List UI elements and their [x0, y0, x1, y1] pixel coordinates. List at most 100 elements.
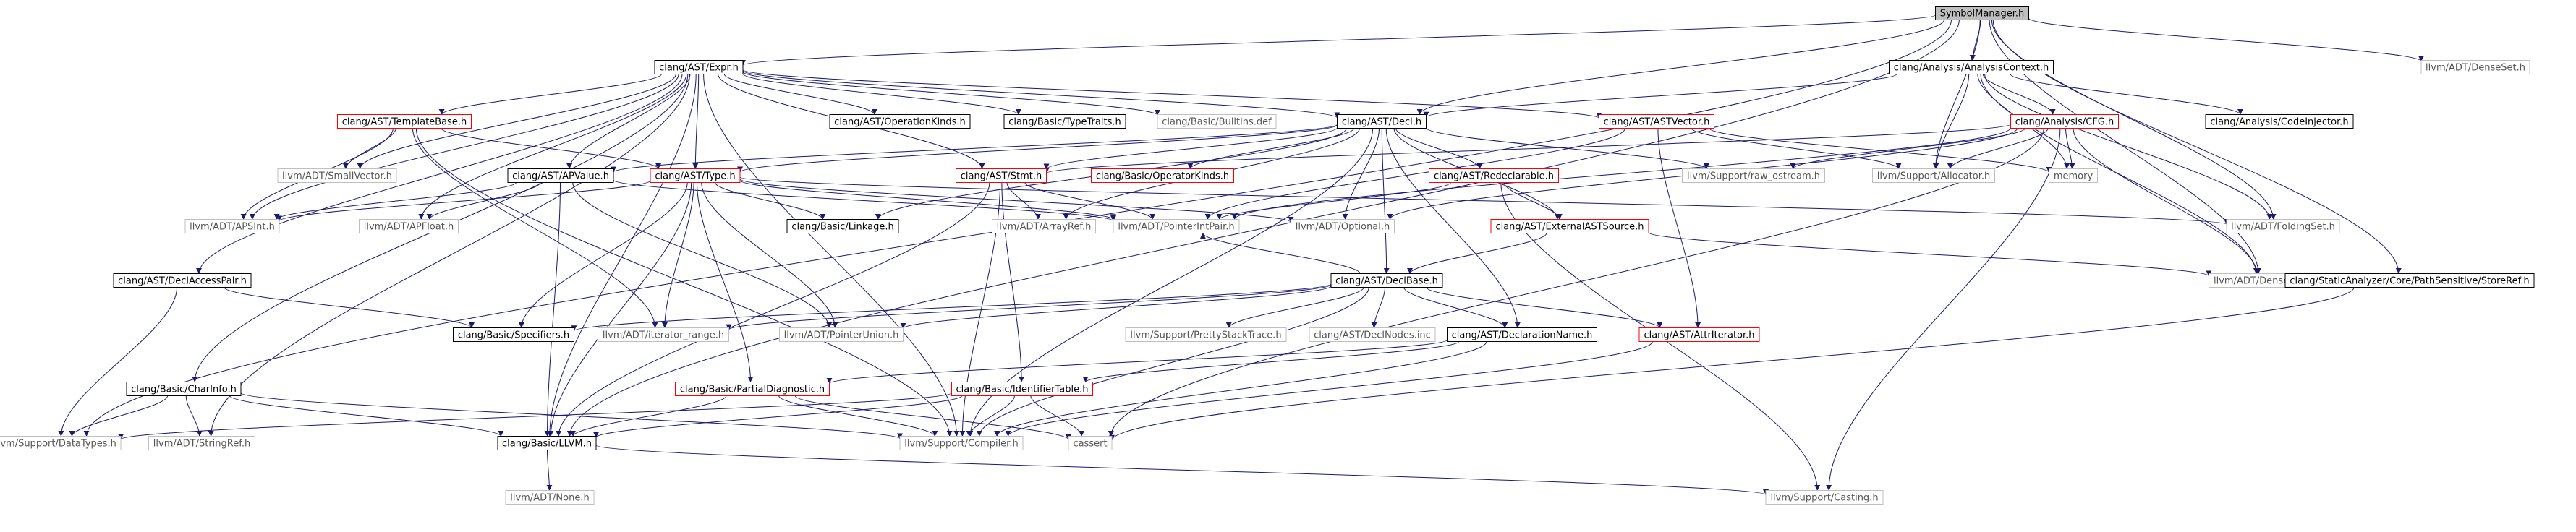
- node-box: [184, 219, 280, 233]
- edge-declbase-h-to-declnodes-inc: [1371, 287, 1385, 328]
- node-label: llvm/ADT/Optional.h: [1296, 222, 1390, 233]
- node-apvalue-h[interactable]: clang/AST/APValue.h: [507, 168, 614, 183]
- node-box: [2284, 273, 2535, 288]
- edge-identifiertable-h-to-llvm-h: [593, 395, 963, 438]
- node-decl-h[interactable]: clang/AST/Decl.h: [1337, 114, 1427, 129]
- edge-analysiscontext-h-to-decl-h: [1423, 74, 1897, 118]
- node-label: clang/Basic/Linkage.h: [791, 222, 893, 233]
- node-none-h: llvm/ADT/None.h: [505, 490, 595, 505]
- node-attriterator-h[interactable]: clang/AST/AttrIterator.h: [1638, 327, 1760, 342]
- edge-partialdiagnostic-h-to-compiler-h: [778, 395, 938, 437]
- node-analysiscontext-h[interactable]: clang/Analysis/AnalysisContext.h: [1889, 60, 2054, 74]
- node-box: [829, 114, 971, 129]
- edge-templatebase-h-to-compiler-h: [415, 128, 953, 437]
- node-box: [453, 327, 574, 342]
- node-pointerunion-h: llvm/ADT/PointerUnion.h: [779, 327, 904, 342]
- edge-expr-h-to-builtins-def: [742, 71, 1160, 116]
- node-typetraits-h[interactable]: clang/Basic/TypeTraits.h: [1003, 114, 1126, 129]
- node-allocator-h: llvm/Support/Allocator.h: [1872, 168, 1995, 183]
- node-operatorkinds-h[interactable]: clang/Basic/OperatorKinds.h: [1091, 168, 1234, 183]
- node-expr-h[interactable]: clang/AST/Expr.h: [654, 60, 744, 74]
- node-datatypes-h: llvm/Support/DataTypes.h: [0, 436, 122, 450]
- edge-decl-h-to-operatorkinds-h: [1187, 128, 1355, 169]
- edge-stmt-h-to-compiler-h: [959, 182, 1001, 437]
- edge-charinfo-h-to-stringref-h: [185, 395, 203, 437]
- node-externalastsource-h[interactable]: clang/AST/ExternalASTSource.h: [1490, 219, 1649, 233]
- edge-astvector-h-to-memory: [1709, 128, 2052, 173]
- node-astvector-h[interactable]: clang/AST/ASTVector.h: [1599, 114, 1714, 129]
- node-linkage-h[interactable]: clang/Basic/Linkage.h: [786, 219, 899, 233]
- node-operationkinds-h[interactable]: clang/AST/OperationKinds.h: [829, 114, 971, 129]
- node-label: cassert: [1073, 439, 1107, 450]
- edge-partialdiagnostic-h-to-cassert: [794, 395, 1071, 440]
- node-stmt-h[interactable]: clang/AST/Stmt.h: [956, 168, 1047, 183]
- node-charinfo-h[interactable]: clang/Basic/CharInfo.h: [126, 382, 242, 396]
- node-raw-ostream-h: llvm/Support/raw_ostream.h: [1682, 168, 1825, 183]
- node-box: [654, 60, 744, 74]
- node-type-h[interactable]: clang/AST/Type.h: [650, 168, 741, 183]
- node-specifiers-h[interactable]: clang/Basic/Specifiers.h: [453, 327, 574, 342]
- node-partialdiagnostic-h[interactable]: clang/Basic/PartialDiagnostic.h: [675, 382, 830, 396]
- node-label: llvm/ADT/APFloat.h: [364, 222, 454, 233]
- edge-llvm-h-to-none-h: [546, 450, 553, 491]
- node-optional-h: llvm/ADT/Optional.h: [1291, 219, 1395, 233]
- node-llvm-h[interactable]: clang/Basic/LLVM.h: [497, 436, 597, 450]
- node-label: clang/AST/OperationKinds.h: [834, 117, 966, 128]
- node-smallvector-h: llvm/ADT/SmallVector.h: [277, 168, 397, 183]
- node-label: llvm/ADT/FoldingSet.h: [2231, 222, 2335, 233]
- node-denseset-h: llvm/ADT/DenseSet.h: [2420, 60, 2530, 74]
- node-label: llvm/Support/Casting.h: [1770, 493, 1878, 504]
- node-box: [2049, 168, 2098, 183]
- edge-cfg-h-to-casting-h: [1826, 128, 2061, 491]
- edge-charinfo-h-to-datatypes-h: [69, 395, 169, 437]
- node-templatebase-h[interactable]: clang/AST/TemplateBase.h: [337, 114, 472, 129]
- node-label: clang/Analysis/AnalysisContext.h: [1894, 63, 2049, 74]
- edge-astvector-h-to-attriterator-h: [1657, 128, 1701, 328]
- node-label: clang/AST/ExternalASTSource.h: [1495, 222, 1644, 233]
- node-box: [956, 168, 1047, 183]
- node-label: clang/AST/Expr.h: [659, 63, 739, 74]
- node-label: clang/Basic/Builtins.def: [1162, 117, 1272, 128]
- edge-symbolmanager-h-to-denseset-h: [2028, 17, 2424, 62]
- edge-symbolmanager-h-to-densemap-h: [1989, 20, 2261, 274]
- node-label: clang/Basic/OperatorKinds.h: [1096, 171, 1229, 182]
- edge-expr-h-to-decl-h: [742, 70, 1340, 119]
- node-arrayref-h: llvm/ADT/ArrayRef.h: [992, 219, 1096, 233]
- node-declarationname-h[interactable]: clang/AST/DeclarationName.h: [1447, 327, 1597, 342]
- edge-analysiscontext-h-to-foldingset-h: [1984, 74, 2273, 220]
- node-identifiertable-h[interactable]: clang/Basic/IdentifierTable.h: [951, 382, 1093, 396]
- node-declaccesspair-h[interactable]: clang/AST/DeclAccessPair.h: [113, 273, 252, 288]
- node-box: [2010, 114, 2119, 129]
- node-iterator-range-h: llvm/ADT/iterator_range.h: [598, 327, 729, 342]
- node-storeref-h[interactable]: clang/StaticAnalyzer/Core/PathSensitive/…: [2284, 273, 2535, 288]
- edge-apvalue-h-to-pointerunion-h: [572, 182, 833, 328]
- node-compiler-h: llvm/Support/Compiler.h: [899, 436, 1024, 450]
- node-label: clang/AST/DeclNodes.inc: [1314, 330, 1431, 341]
- edge-expr-h-to-apsint-h: [249, 74, 679, 220]
- node-label: clang/AST/DeclarationName.h: [1452, 330, 1593, 341]
- node-cfg-h[interactable]: clang/Analysis/CFG.h: [2010, 114, 2119, 129]
- node-label: clang/AST/APValue.h: [512, 171, 609, 182]
- node-redeclarable-h[interactable]: clang/AST/Redeclarable.h: [1429, 168, 1559, 183]
- edge-decl-h-to-stmt-h: [1043, 127, 1338, 170]
- edge-cfg-h-to-pointerintpair-h: [1231, 127, 2011, 220]
- edge-expr-h-to-astvector-h: [742, 69, 1602, 119]
- edge-type-h-to-optional-h: [739, 179, 1294, 223]
- edge-apvalue-h-to-apsint-h: [273, 182, 517, 220]
- node-codeinjector-h[interactable]: clang/Analysis/CodeInjector.h: [2205, 114, 2354, 129]
- edge-charinfo-h-to-llvm-h: [229, 395, 504, 437]
- node-box: [1872, 168, 1995, 183]
- node-box: [1157, 114, 1277, 129]
- node-label: SymbolManager.h: [1940, 9, 2025, 20]
- edge-declbase-h-to-pointerintpair-h: [1199, 233, 1361, 274]
- node-memory: memory: [2049, 168, 2098, 183]
- edge-decl-h-to-apvalue-h: [611, 124, 1338, 173]
- node-declbase-h[interactable]: clang/AST/DeclBase.h: [1330, 273, 1443, 288]
- edge-cfg-h-to-allocator-h: [1947, 128, 2049, 169]
- edge-templatebase-h-to-iterator-range-h: [412, 128, 658, 328]
- node-label: llvm/Support/raw_ostream.h: [1687, 171, 1820, 182]
- node-casting-h: llvm/Support/Casting.h: [1765, 490, 1884, 505]
- node-label: llvm/Support/PrettyStackTrace.h: [1130, 330, 1281, 341]
- edge-expr-h-to-compiler-h: [703, 74, 960, 437]
- edge-partialdiagnostic-h-to-llvm-h: [570, 395, 727, 437]
